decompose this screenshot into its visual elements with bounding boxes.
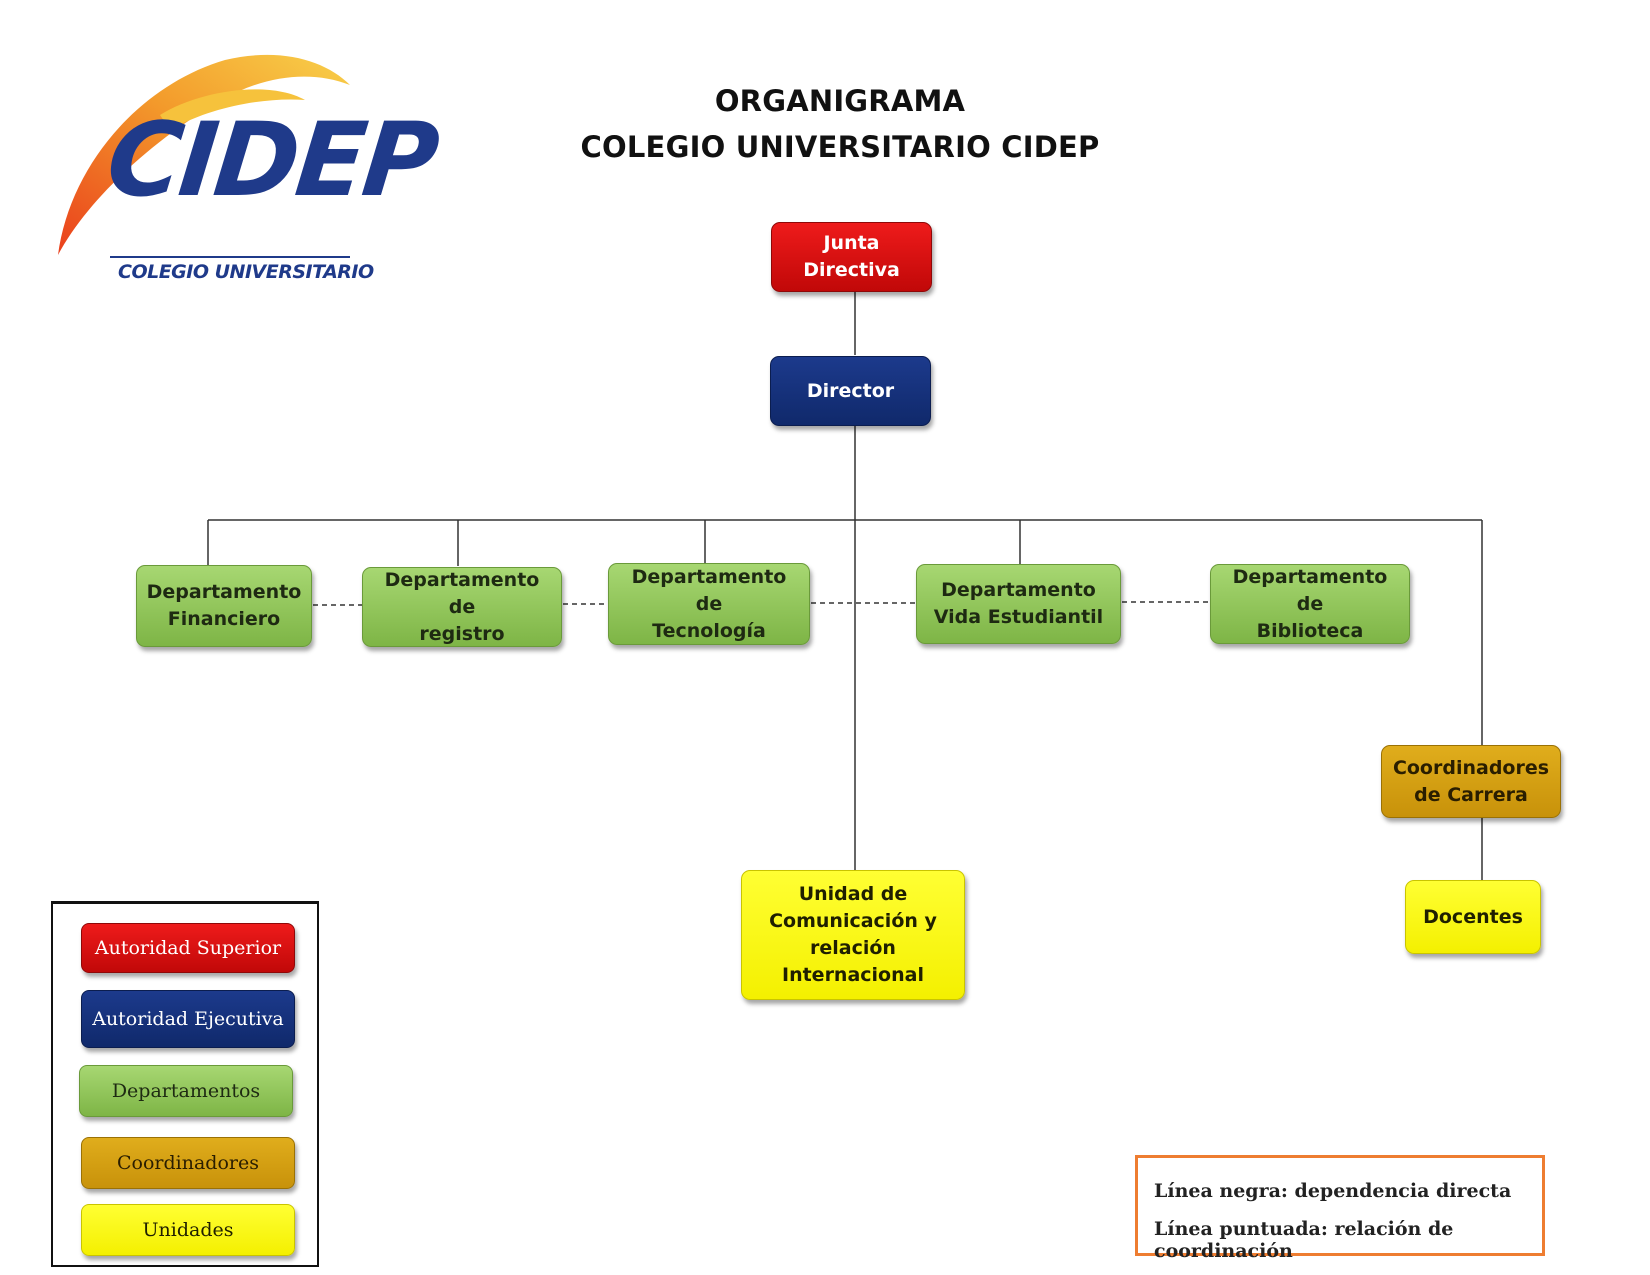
cidep-logo: CIDEP COLEGIO UNIVERSITARIO xyxy=(50,45,441,290)
legend-coordinadores: Coordinadores xyxy=(81,1137,295,1189)
legend-autoridad-ejecutiva: Autoridad Ejecutiva xyxy=(81,990,295,1048)
line-legend-dotted: Línea puntuada: relación de coordinación xyxy=(1154,1218,1454,1262)
line-type-legend: Línea negra: dependencia directa Línea p… xyxy=(1135,1155,1545,1262)
node-junta-directiva: Junta Directiva xyxy=(771,222,932,292)
node-dep-registro: Departamento de registro xyxy=(362,567,562,647)
node-coordinadores-carrera: Coordinadores de Carrera xyxy=(1381,745,1561,818)
legend-departamentos: Departamentos xyxy=(79,1065,293,1117)
node-dep-biblioteca: Departamento de Biblioteca xyxy=(1210,564,1410,644)
node-docentes: Docentes xyxy=(1405,880,1541,954)
logo-subtitle: COLEGIO UNIVERSITARIO xyxy=(118,261,374,283)
node-unidad-comunicacion: Unidad de Comunicación y relación Intern… xyxy=(741,870,965,1000)
node-dep-tecnologia: Departamento de Tecnología xyxy=(608,563,810,645)
node-director: Director xyxy=(770,356,931,426)
color-legend: Autoridad Superior Autoridad Ejecutiva D… xyxy=(51,901,319,1267)
legend-unidades: Unidades xyxy=(81,1204,295,1256)
logo-swoosh xyxy=(58,54,350,258)
chart-subtitle: COLEGIO UNIVERSITARIO CIDEP xyxy=(580,130,1100,164)
node-dep-vida-estudiantil: Departamento Vida Estudiantil xyxy=(916,564,1121,644)
legend-autoridad-superior: Autoridad Superior xyxy=(81,923,295,973)
line-legend-solid: Línea negra: dependencia directa xyxy=(1154,1180,1512,1202)
node-dep-financiero: Departamento Financiero xyxy=(136,565,312,647)
chart-title: ORGANIGRAMA xyxy=(714,84,966,118)
